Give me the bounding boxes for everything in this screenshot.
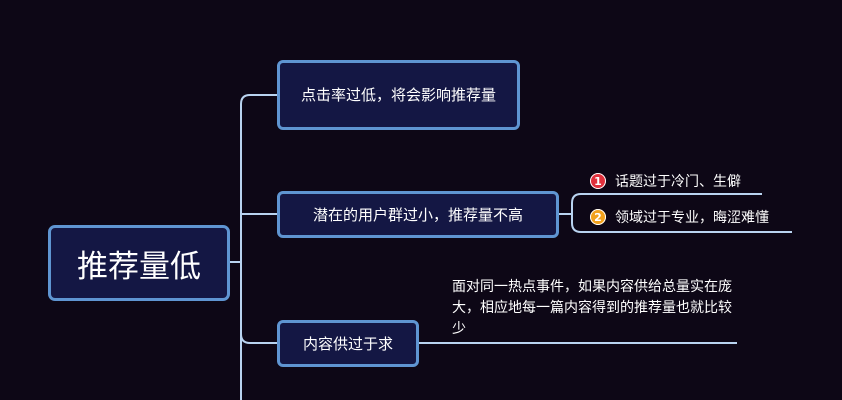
oversupply-note[interactable]: 面对同一热点事件，如果内容供给总量实在庞大，相应地每一篇内容得到的推荐量也就比较… <box>452 279 732 337</box>
priority-2-icon: 2 <box>590 209 606 225</box>
branch-label: 内容供过于求 <box>302 335 393 353</box>
branch-label: 潜在的用户群过小，推荐量不高 <box>312 206 523 224</box>
branch-3-connector <box>240 333 277 344</box>
priority-1-icon: 1 <box>590 173 606 189</box>
branch-node-audience[interactable]: 潜在的用户群过小，推荐量不高 <box>277 191 559 238</box>
leaf-2-connector <box>571 214 792 233</box>
branch-1-connector <box>240 94 277 105</box>
branch-node-click-rate[interactable]: 点击率过低，将会影响推荐量 <box>277 60 520 130</box>
branch-node-oversupply[interactable]: 内容供过于求 <box>277 320 419 367</box>
root-node[interactable]: 推荐量低 <box>48 225 230 301</box>
root-label: 推荐量低 <box>77 248 201 285</box>
leaf-topic-niche[interactable]: 1 话题过于冷门、生僻 <box>590 171 741 191</box>
branch-label: 点击率过低，将会影响推荐量 <box>300 85 496 104</box>
leaf-field-specialized[interactable]: 2 领域过于专业，晦涩难懂 <box>590 207 769 227</box>
leaf-label: 话题过于冷门、生僻 <box>615 174 741 190</box>
leaf-1-connector <box>571 193 762 214</box>
leaf-label: 领域过于专业，晦涩难懂 <box>615 210 769 226</box>
